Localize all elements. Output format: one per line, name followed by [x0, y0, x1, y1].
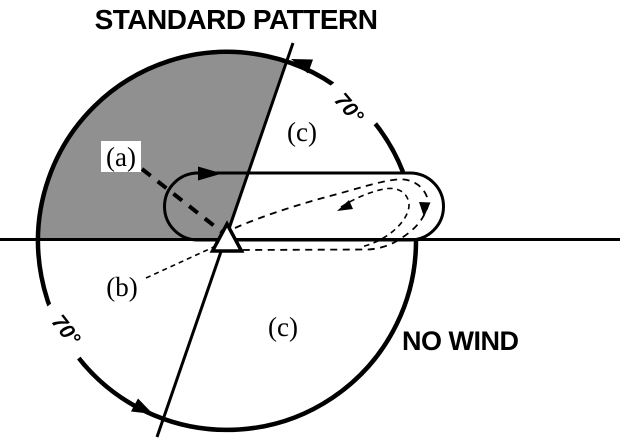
orientation-circle: [35, 49, 419, 433]
inner-turn-arrow-icon: [337, 200, 353, 211]
shaded-sector: [37, 50, 289, 240]
angle-label-bottom-gap: [34, 296, 98, 364]
inner-turn-loop-path: [340, 187, 410, 248]
wind-condition-label: NO WIND: [402, 326, 518, 356]
diagram-title: STANDARD PATTERN: [95, 4, 378, 35]
holding-fix-triangle: [209, 220, 245, 253]
entry-turn-arrow-icon: [419, 202, 431, 217]
angle-label-top-group: 70°: [318, 75, 380, 141]
entry-a-label-group: (a): [101, 141, 141, 172]
circle-arrow-bottom-icon: [131, 398, 153, 414]
entry-b-label: (b): [106, 272, 137, 302]
entry-a-label-box: [101, 141, 141, 172]
racetrack-direction-arrow-icon: [198, 166, 222, 181]
entry-a-dashed-line: [140, 167, 224, 234]
entry-c-lower-label: (c): [268, 312, 298, 342]
angle-label-top-gap: [318, 75, 380, 141]
teardrop-entry-path: [234, 178, 429, 251]
entry-b-dashed-line: [145, 244, 219, 279]
angle-label-bottom-group: 70°: [34, 296, 98, 364]
entry-c-upper-label: (c): [287, 117, 317, 147]
entry-a-label: (a): [106, 142, 136, 172]
circle-arrow-top-icon: [291, 59, 313, 74]
holding-racetrack: [163, 171, 445, 242]
